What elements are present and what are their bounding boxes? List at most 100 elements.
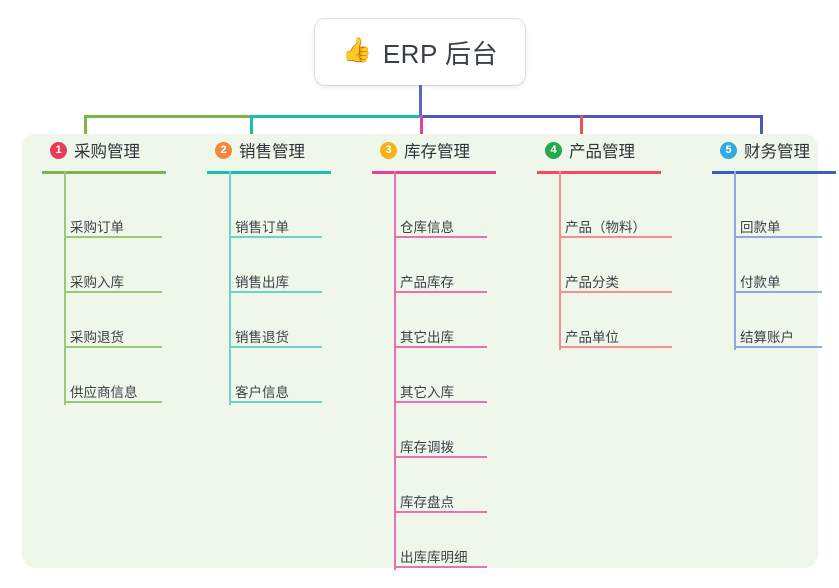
branch-item-rule [64, 236, 162, 238]
branch-item-rule [394, 291, 487, 293]
branch-item-label: 采购入库 [70, 275, 124, 290]
branch-item-label: 付款单 [740, 275, 781, 290]
branch-item-rule [394, 346, 487, 348]
branch-item-label: 客户信息 [235, 385, 289, 400]
branch-item[interactable]: 供应商信息 [64, 381, 162, 403]
branch-header-rule [207, 171, 331, 174]
bus-blue [420, 115, 760, 118]
bus-green [84, 115, 250, 118]
branch-item[interactable]: 其它出库 [394, 326, 487, 348]
branch-item-label: 库存盘点 [400, 495, 454, 510]
branch-item-rule [64, 291, 162, 293]
branch-item-rule [394, 456, 487, 458]
branch-title: 产品管理 [569, 143, 635, 161]
branch-item[interactable]: 其它入库 [394, 381, 487, 403]
branch-item[interactable]: 采购订单 [64, 216, 162, 238]
branch-item-label: 销售订单 [235, 220, 289, 235]
branch-spine [394, 171, 396, 570]
branch-item-label: 结算账户 [740, 330, 794, 345]
branch-item[interactable]: 销售出库 [229, 271, 322, 293]
branch-item-rule [229, 291, 322, 293]
branch-header-sales[interactable]: 2 销售管理 [207, 134, 361, 166]
root-stem-connector [419, 85, 422, 118]
branch-header-inventory[interactable]: 3 库存管理 [372, 134, 526, 166]
branch-number-badge: 3 [380, 141, 397, 159]
branch-item[interactable]: 产品（物料） [559, 216, 672, 238]
branch-item[interactable]: 产品单位 [559, 326, 672, 348]
branch-item[interactable]: 采购入库 [64, 271, 162, 293]
branch-item-label: 其它出库 [400, 330, 454, 345]
branch-item-rule [394, 401, 487, 403]
branch-item-label: 采购退货 [70, 330, 124, 345]
branch-item-rule [64, 401, 162, 403]
branch-item-rule [229, 346, 322, 348]
root-node-content: 👍 ERP 后台 [342, 34, 498, 71]
branch-item-label: 回款单 [740, 220, 781, 235]
branch-column-inventory: 3 库存管理仓库信息产品库存其它出库其它入库库存调拨库存盘点出库库明细 [372, 134, 526, 570]
branch-item-label: 仓库信息 [400, 220, 454, 235]
root-node[interactable]: 👍 ERP 后台 [315, 19, 525, 85]
branch-item[interactable]: 采购退货 [64, 326, 162, 348]
branch-header-rule [42, 171, 166, 174]
branch-header-rule [537, 171, 661, 174]
branch-item-label: 出库库明细 [400, 550, 468, 565]
branch-item-rule [64, 346, 162, 348]
branch-item[interactable]: 出库库明细 [394, 546, 487, 568]
branch-title: 库存管理 [404, 143, 470, 161]
branch-item[interactable]: 产品库存 [394, 271, 487, 293]
branch-item-label: 产品（物料） [565, 220, 646, 235]
branch-spine [559, 171, 561, 350]
branch-header-rule [712, 171, 836, 174]
thumbs-up-icon: 👍 [341, 37, 372, 64]
branch-item[interactable]: 仓库信息 [394, 216, 487, 238]
branch-item-rule [559, 346, 672, 348]
branch-header-rule [372, 171, 496, 174]
branch-item[interactable]: 库存调拨 [394, 436, 487, 458]
branches-panel: 1 采购管理采购订单采购入库采购退货供应商信息 2 销售管理销售订单销售出库销售退货客… [22, 134, 836, 570]
branch-item-label: 产品分类 [565, 275, 619, 290]
root-title: ERP 后台 [382, 38, 499, 69]
branch-item-rule [394, 236, 487, 238]
branch-spine [734, 171, 736, 350]
branch-item[interactable]: 库存盘点 [394, 491, 487, 513]
branch-item-rule [734, 291, 822, 293]
branch-item-label: 其它入库 [400, 385, 454, 400]
branch-item[interactable]: 结算账户 [734, 326, 822, 348]
branch-item[interactable]: 回款单 [734, 216, 822, 238]
branch-spine [229, 171, 231, 405]
branch-item-rule [559, 236, 672, 238]
branch-item-label: 产品单位 [565, 330, 619, 345]
branch-number-badge: 4 [545, 141, 562, 159]
branch-title: 财务管理 [744, 143, 810, 161]
branch-item-rule [229, 401, 322, 403]
branch-item-label: 采购订单 [70, 220, 124, 235]
branch-header-product[interactable]: 4 产品管理 [537, 134, 691, 166]
branch-title: 采购管理 [74, 143, 140, 161]
branch-header-purchasing[interactable]: 1 采购管理 [42, 134, 196, 166]
branch-item-label: 销售退货 [235, 330, 289, 345]
branch-item-rule [559, 291, 672, 293]
branch-item-label: 销售出库 [235, 275, 289, 290]
branch-column-product: 4 产品管理产品（物料） 产品分类产品单位 [537, 134, 691, 350]
branch-item-rule [229, 236, 322, 238]
branch-item-rule [734, 346, 822, 348]
branch-header-finance[interactable]: 5 财务管理 [712, 134, 839, 166]
branch-item-rule [394, 566, 487, 568]
branch-title: 销售管理 [239, 143, 305, 161]
branch-item[interactable]: 客户信息 [229, 381, 322, 403]
branch-item[interactable]: 付款单 [734, 271, 822, 293]
branch-column-finance: 5 财务管理回款单付款单结算账户 [712, 134, 839, 350]
branch-item[interactable]: 销售订单 [229, 216, 322, 238]
branch-item[interactable]: 销售退货 [229, 326, 322, 348]
branch-number-badge: 2 [215, 141, 232, 159]
bus-teal [250, 115, 420, 118]
branch-item-label: 库存调拨 [400, 440, 454, 455]
branch-column-sales: 2 销售管理销售订单销售出库销售退货客户信息 [207, 134, 361, 405]
branch-spine [64, 171, 66, 405]
branch-column-purchasing: 1 采购管理采购订单采购入库采购退货供应商信息 [42, 134, 196, 405]
branch-number-badge: 1 [50, 141, 67, 159]
branch-item[interactable]: 产品分类 [559, 271, 672, 293]
branch-item-label: 产品库存 [400, 275, 454, 290]
branch-number-badge: 5 [720, 141, 737, 159]
